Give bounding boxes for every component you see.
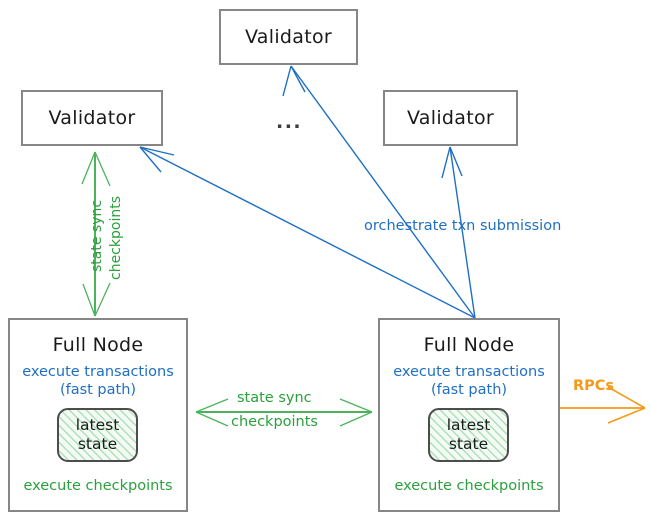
latest-state-right-line1: latest <box>446 416 491 434</box>
horizontal-edge-label-state-sync: state sync <box>237 390 312 406</box>
rpcs-edge-label: RPCs <box>573 378 615 394</box>
validator-top-label: Validator <box>244 26 332 48</box>
full-node-right-green-text: execute checkpoints <box>394 478 544 494</box>
full-node-box-left[interactable]: Full Node execute transactions (fast pat… <box>8 318 188 512</box>
validator-box-left[interactable]: Validator <box>21 90 163 146</box>
full-node-right-blue-line2: (fast path) <box>430 382 508 398</box>
latest-state-left-line1: latest <box>75 416 120 434</box>
validator-left-label: Validator <box>48 107 136 129</box>
full-node-box-right[interactable]: Full Node execute transactions (fast pat… <box>378 318 560 512</box>
vertical-edge-label-checkpoints: checkpoints <box>108 196 124 280</box>
full-node-left-blue-line1: execute transactions <box>22 364 174 380</box>
full-node-left-green-text: execute checkpoints <box>23 478 173 494</box>
horizontal-edge-label-checkpoints: checkpoints <box>231 414 318 430</box>
latest-state-right-line2: state <box>448 435 489 453</box>
validators-ellipsis: ... <box>276 111 303 133</box>
latest-state-box-right[interactable]: latest state <box>428 408 509 462</box>
latest-state-left-line2: state <box>77 435 118 453</box>
full-node-left-title: Full Node <box>52 334 144 356</box>
full-node-left-blue-line2: (fast path) <box>59 382 137 398</box>
validator-box-top[interactable]: Validator <box>219 9 358 65</box>
full-node-right-blue-line1: execute transactions <box>393 364 545 380</box>
latest-state-box-left[interactable]: latest state <box>57 408 138 462</box>
orchestrate-edge-label: orchestrate txn submission <box>364 218 562 234</box>
full-node-right-title: Full Node <box>423 334 515 356</box>
validator-box-right[interactable]: Validator <box>383 90 518 146</box>
vertical-edge-label-state-sync: state sync <box>89 199 105 272</box>
validator-right-label: Validator <box>406 107 494 129</box>
